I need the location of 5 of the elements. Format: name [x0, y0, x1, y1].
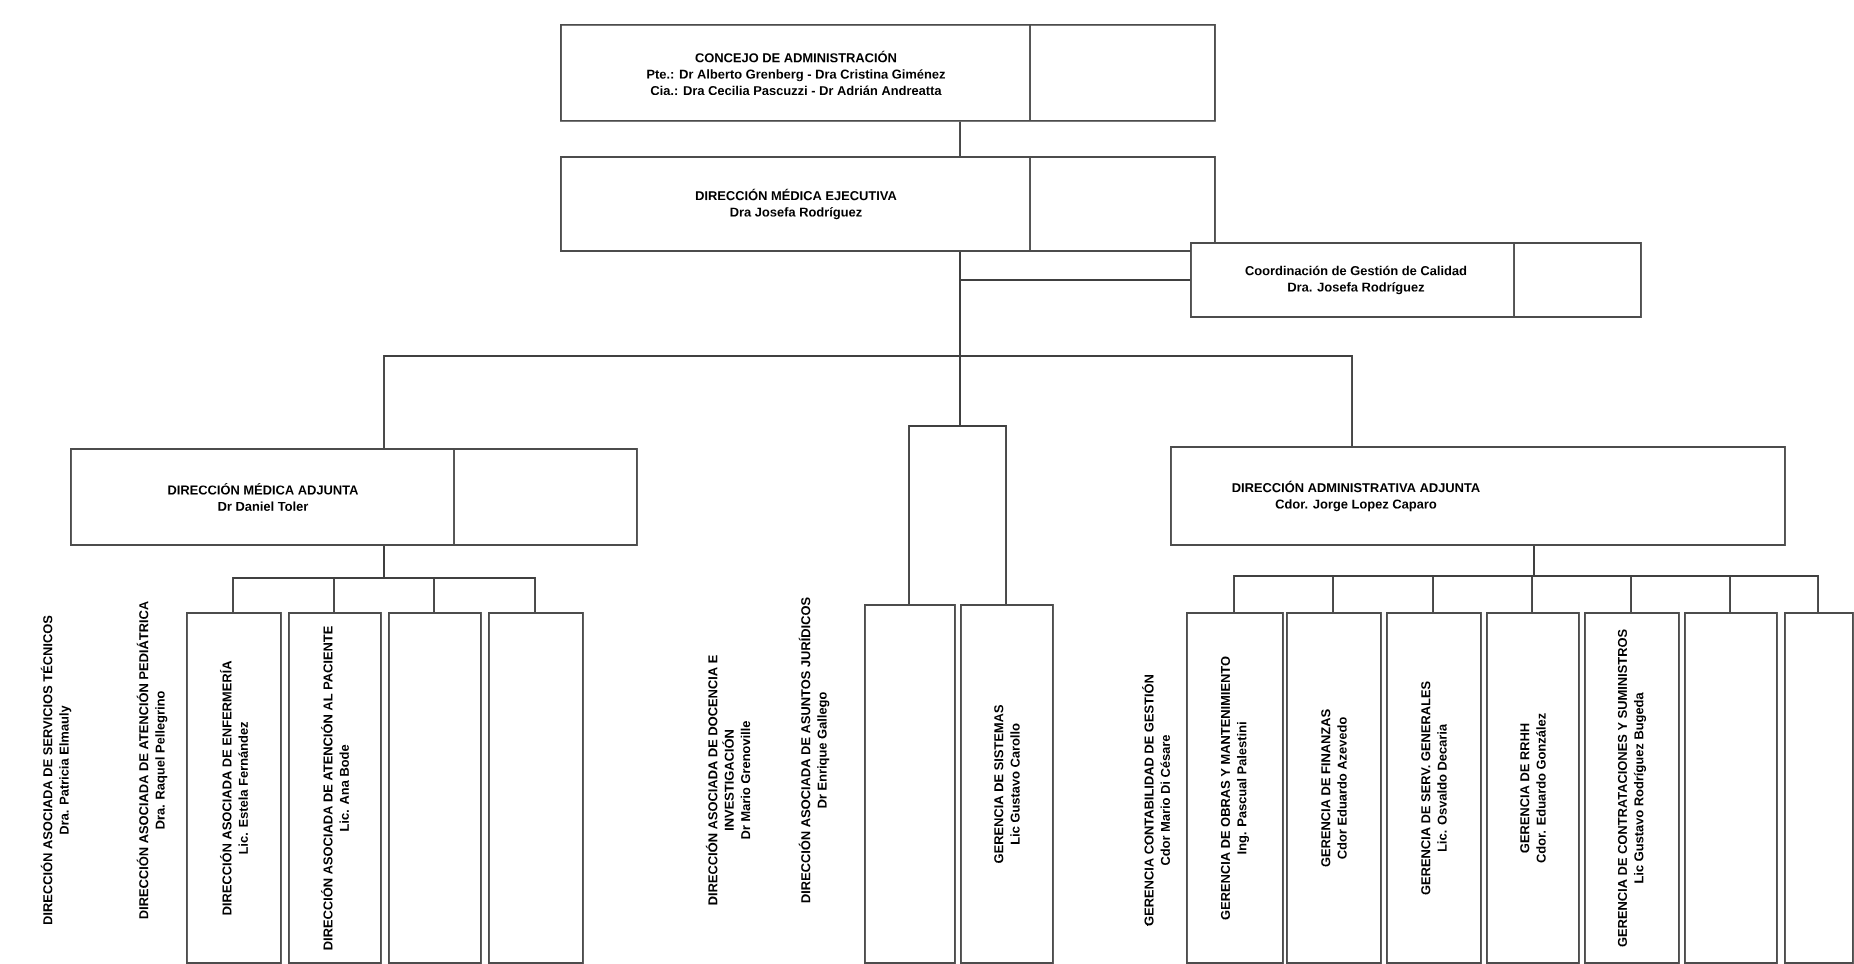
empty-box — [1784, 612, 1854, 964]
empty-box — [388, 612, 482, 964]
empty-box — [1684, 612, 1778, 964]
empty-box — [864, 604, 956, 964]
empty-box — [488, 612, 584, 964]
